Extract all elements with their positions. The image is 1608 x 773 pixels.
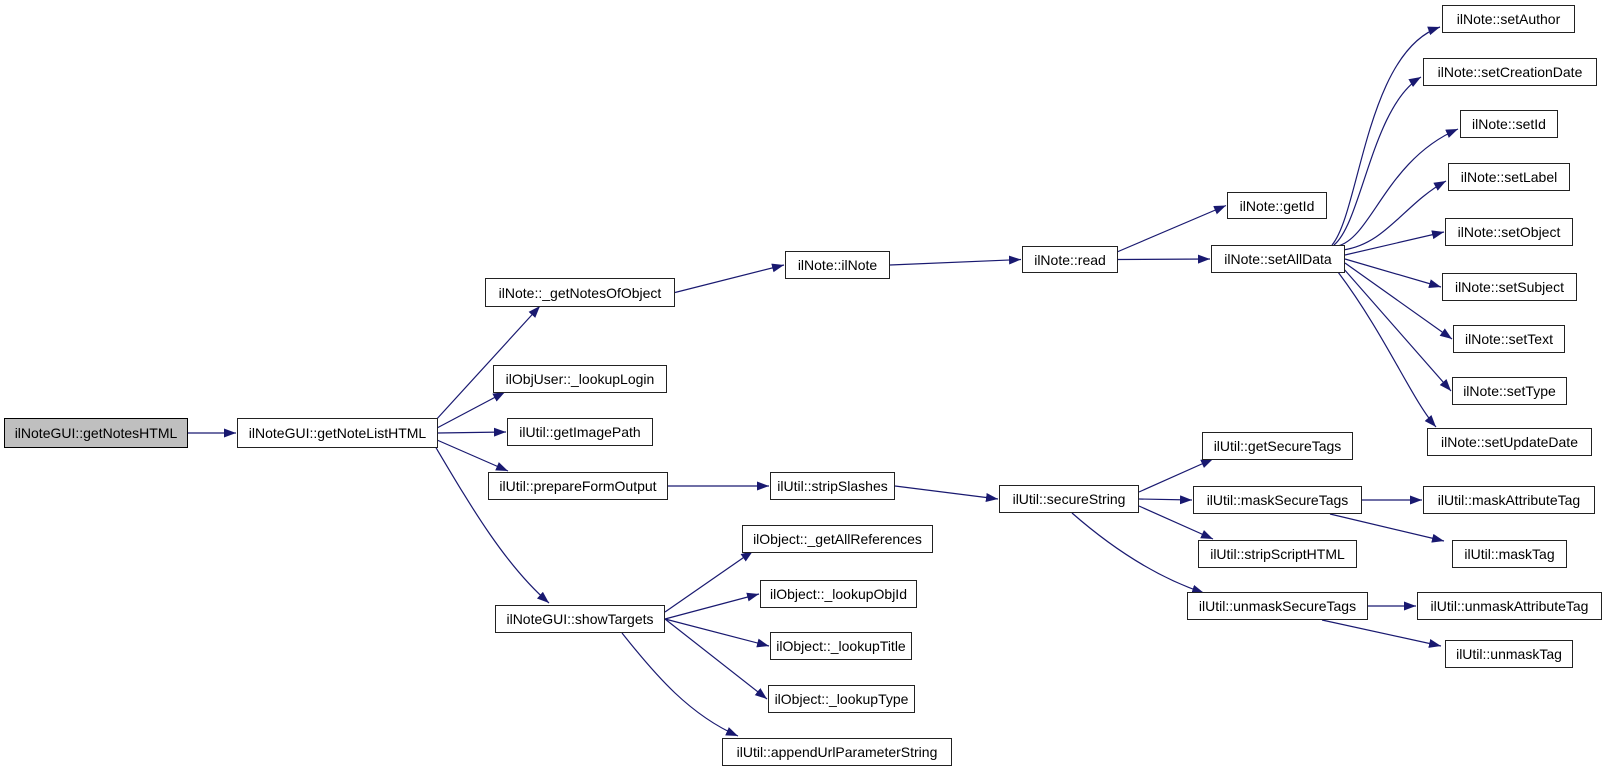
edge-getNotesOfObject-ilNote — [674, 263, 785, 294]
edge-showTargets-appendUrlParameterString — [621, 632, 739, 737]
graph-node-setLabel[interactable]: ilNote::setLabel — [1448, 163, 1570, 191]
edge-setAllData-setText — [1344, 262, 1453, 340]
edge-setAllData-setLabel — [1342, 180, 1447, 251]
edge-setAllData-setObject — [1344, 230, 1445, 256]
edge-secureString-getSecureTags — [1138, 458, 1214, 493]
edge-setAllData-setCreationDate — [1333, 76, 1422, 246]
edge-setAllData-setType — [1342, 267, 1452, 392]
graph-node-unmaskSecureTags[interactable]: ilUtil::unmaskSecureTags — [1187, 592, 1368, 620]
graph-node-getImagePath[interactable]: ilUtil::getImagePath — [507, 418, 653, 446]
edge-stripSlashes-secureString — [894, 485, 999, 502]
graph-node-setAuthor[interactable]: ilNote::setAuthor — [1442, 5, 1575, 33]
edge-getNoteListHTML-getImagePath — [437, 427, 507, 437]
graph-node-ilNote[interactable]: ilNote::ilNote — [785, 251, 890, 279]
graph-node-getAllReferences[interactable]: ilObject::_getAllReferences — [742, 525, 933, 553]
graph-node-showTargets[interactable]: ilNoteGUI::showTargets — [495, 605, 665, 633]
edge-getNoteListHTML-lookupLogin — [436, 391, 506, 429]
edge-showTargets-getAllReferences — [664, 550, 754, 613]
graph-node-setSubject[interactable]: ilNote::setSubject — [1442, 273, 1577, 301]
graph-node-getNotesOfObject[interactable]: ilNote::_getNotesOfObject — [485, 278, 675, 307]
graph-node-getSecureTags[interactable]: ilUtil::getSecureTags — [1202, 432, 1353, 460]
graph-node-maskAttributeTag[interactable]: ilUtil::maskAttributeTag — [1423, 486, 1595, 514]
graph-node-secureString[interactable]: ilUtil::secureString — [999, 485, 1139, 513]
edge-secureString-unmaskSecureTags — [1071, 512, 1205, 594]
edge-getNoteListHTML-prepareFormOutput — [436, 439, 509, 472]
graph-node-setAllData[interactable]: ilNote::setAllData — [1211, 245, 1345, 273]
edge-setAllData-setUpdateDate — [1337, 271, 1437, 428]
edge-getNoteListHTML-getNotesOfObject — [434, 305, 541, 422]
graph-node-setType[interactable]: ilNote::setType — [1452, 377, 1567, 405]
graph-node-getNoteListHTML[interactable]: ilNoteGUI::getNoteListHTML — [237, 418, 438, 448]
graph-node-lookupObjId[interactable]: ilObject::_lookupObjId — [760, 580, 917, 608]
edge-setAllData-setSubject — [1344, 258, 1442, 288]
graph-node-getNotesHTML[interactable]: ilNoteGUI::getNotesHTML — [4, 418, 188, 448]
graph-node-lookupLogin[interactable]: ilObjUser::_lookupLogin — [493, 365, 667, 393]
graph-node-setText[interactable]: ilNote::setText — [1453, 325, 1565, 353]
graph-node-appendUrlParameterString[interactable]: ilUtil::appendUrlParameterString — [722, 738, 952, 766]
edge-unmaskSecureTags-unmaskTag — [1321, 619, 1442, 648]
graph-node-prepareFormOutput[interactable]: ilUtil::prepareFormOutput — [488, 472, 668, 500]
graph-node-setId[interactable]: ilNote::setId — [1460, 110, 1558, 138]
edge-read-getId — [1116, 204, 1227, 253]
graph-node-stripSlashes[interactable]: ilUtil::stripSlashes — [770, 472, 895, 500]
edge-showTargets-lookupObjId — [664, 592, 760, 620]
graph-node-stripScriptHTML[interactable]: ilUtil::stripScriptHTML — [1198, 540, 1357, 568]
edge-setAllData-setId — [1337, 128, 1459, 247]
graph-node-setObject[interactable]: ilNote::setObject — [1445, 218, 1573, 246]
edge-showTargets-lookupType — [664, 618, 768, 700]
graph-node-setCreationDate[interactable]: ilNote::setCreationDate — [1423, 58, 1597, 86]
graph-node-maskTag[interactable]: ilUtil::maskTag — [1452, 540, 1567, 568]
graph-node-getId[interactable]: ilNote::getId — [1227, 192, 1327, 219]
edge-showTargets-lookupTitle — [664, 618, 770, 648]
graph-node-unmaskAttributeTag[interactable]: ilUtil::unmaskAttributeTag — [1417, 592, 1602, 620]
graph-node-lookupTitle[interactable]: ilObject::_lookupTitle — [770, 632, 912, 660]
graph-node-setUpdateDate[interactable]: ilNote::setUpdateDate — [1427, 428, 1592, 456]
graph-node-read[interactable]: ilNote::read — [1022, 246, 1118, 273]
edge-read-setAllData — [1117, 254, 1211, 264]
edge-secureString-maskSecureTags — [1138, 495, 1193, 505]
graph-node-lookupType[interactable]: ilObject::_lookupType — [768, 685, 915, 713]
edge-ilNote-read — [889, 255, 1022, 266]
edge-setAllData-setAuthor — [1331, 26, 1441, 246]
edge-secureString-stripScriptHTML — [1138, 505, 1214, 540]
graph-node-maskSecureTags[interactable]: ilUtil::maskSecureTags — [1193, 486, 1362, 514]
edge-maskSecureTags-maskTag — [1329, 513, 1445, 543]
edge-getNoteListHTML-showTargets — [434, 445, 550, 604]
graph-node-unmaskTag[interactable]: ilUtil::unmaskTag — [1445, 640, 1573, 668]
